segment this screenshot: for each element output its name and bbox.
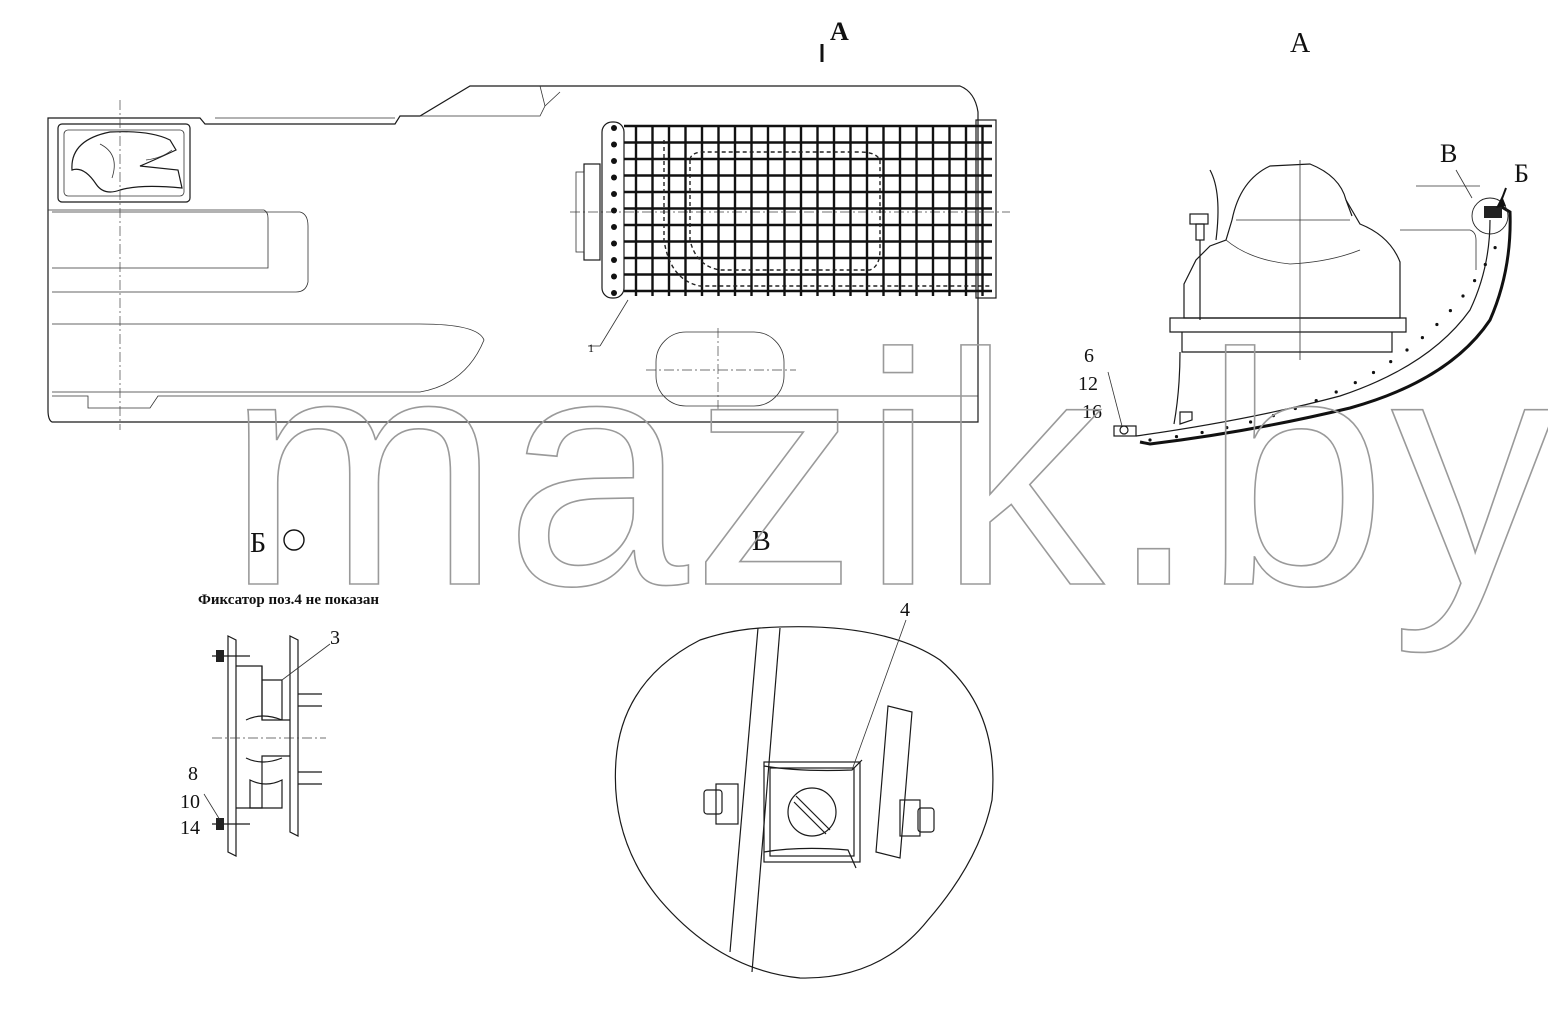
cover-rivet [1148, 438, 1152, 442]
grille-mesh [575, 119, 997, 347]
mesh-rivet [611, 141, 617, 148]
cover-rivet [1249, 420, 1253, 424]
cover-rivet [1174, 435, 1179, 439]
detail-v-view [614, 619, 994, 979]
section-a-view [1107, 160, 1512, 446]
detail-title-b: Б [250, 528, 266, 559]
mesh-rivet [611, 257, 617, 263]
cover-rivet [1405, 348, 1409, 352]
mesh-rivet [611, 174, 617, 181]
mesh-rivet [611, 273, 617, 280]
cover-rivet [1461, 294, 1465, 298]
cover-rivet [1314, 399, 1318, 403]
callout-14: 14 [180, 817, 200, 839]
detail-mark-b-right: Б [1514, 159, 1529, 188]
cover-rivet [1225, 426, 1229, 430]
cover-rivet [1200, 430, 1204, 435]
detail-b-view [203, 635, 331, 857]
labels: А А В Б Б В Фиксатор поз.4 не показан 1 … [180, 17, 1529, 839]
detail-b-circle [283, 529, 305, 551]
mesh-rivet [611, 158, 617, 164]
cover-rivet [1448, 309, 1452, 313]
cover-rivet [1420, 336, 1424, 340]
callout-4: 4 [900, 599, 910, 621]
note-fixator: Фиксатор поз.4 не показан [198, 592, 379, 608]
callout-10: 10 [180, 791, 200, 813]
detail-title-v: В [752, 526, 771, 557]
section-mark-a-top: А [830, 17, 849, 46]
mesh-rivet [611, 224, 617, 230]
mesh-rivet [611, 191, 617, 197]
callout-1: 1 [588, 341, 594, 355]
cover-rivet [1483, 262, 1487, 267]
cover-rivet [1353, 381, 1357, 385]
mesh-rivet [611, 207, 617, 214]
callout-16: 16 [1082, 401, 1102, 423]
cover-rivet [1334, 390, 1338, 394]
cover-rivet [1271, 414, 1275, 418]
cover-rivet [1493, 246, 1497, 250]
cover-rivet [1293, 406, 1297, 411]
watermark-text: mazik.by [226, 285, 1548, 656]
mesh-rivet [611, 240, 617, 247]
main-side-view [47, 44, 1010, 430]
callout-6: 6 [1084, 345, 1094, 367]
cover-rivet [1389, 360, 1393, 364]
callout-3: 3 [330, 627, 340, 649]
callout-8: 8 [188, 763, 198, 785]
mesh-rivet [611, 290, 617, 296]
section-title-a: А [1290, 28, 1311, 59]
cover-rivet [1473, 279, 1477, 283]
detail-mark-v-right: В [1440, 139, 1457, 168]
callout-12: 12 [1078, 373, 1098, 395]
cover-rivet [1371, 370, 1376, 375]
cover-rivet [1435, 322, 1439, 327]
mesh-rivet [611, 125, 617, 131]
